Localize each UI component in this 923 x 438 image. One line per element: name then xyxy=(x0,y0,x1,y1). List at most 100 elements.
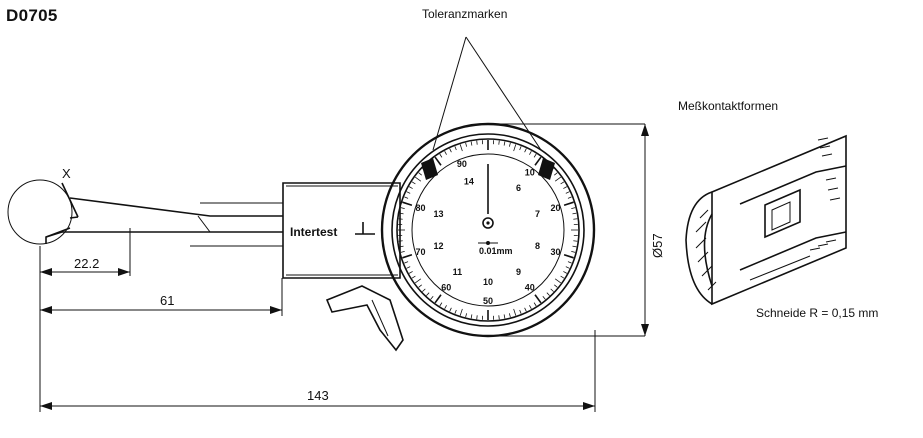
dial-tick xyxy=(465,313,468,318)
dial-outer-number: 10 xyxy=(525,168,535,178)
dial-tick xyxy=(533,302,537,307)
dial-outer-number: 30 xyxy=(551,247,561,257)
dial-tick xyxy=(459,308,463,316)
dial-tick xyxy=(408,271,413,274)
dimension-22-2-value: 22.2 xyxy=(74,256,99,271)
dial-tick xyxy=(546,164,550,168)
dial-ticks xyxy=(398,140,578,320)
dial-tick xyxy=(572,245,577,248)
dial-tick xyxy=(524,148,527,153)
dial-tick xyxy=(503,314,506,319)
dimension-22-2: 22.2 xyxy=(39,228,131,278)
lever xyxy=(325,285,404,352)
dial-tick xyxy=(454,146,457,151)
dial-tick xyxy=(459,144,463,152)
dial-tick xyxy=(476,140,478,145)
dial-tick xyxy=(454,309,457,314)
dial-resolution: 0.01mm xyxy=(479,246,513,256)
dial-tick xyxy=(542,160,546,164)
dial-tick xyxy=(476,315,478,320)
dial-tick xyxy=(529,305,532,310)
dial-tick xyxy=(430,160,434,164)
dial-tick xyxy=(563,253,574,259)
dial-tick xyxy=(546,292,550,296)
detail-circle-x: X xyxy=(7,166,73,245)
dial-tick xyxy=(560,181,565,185)
dial-tick xyxy=(449,148,452,153)
dial-tick xyxy=(422,168,426,172)
dial-inner-number: 6 xyxy=(516,183,521,193)
dial-tick xyxy=(524,307,527,312)
dial-tick xyxy=(554,176,562,182)
dial-tick xyxy=(563,186,568,189)
dial-tick xyxy=(519,309,522,314)
dial-tick xyxy=(498,315,500,320)
drawing-code: D0705 xyxy=(6,6,58,25)
dial-tick xyxy=(470,141,473,146)
diameter-dimension: Ø57 xyxy=(641,124,665,336)
dial-inner-number: 7 xyxy=(535,209,540,219)
dial-tick xyxy=(508,142,511,147)
dial-tick xyxy=(399,212,404,215)
dial-tick xyxy=(414,278,422,284)
dial-inner-number: 10 xyxy=(483,277,493,287)
diameter-value: Ø57 xyxy=(650,233,665,258)
cutting-edge-radius-label: Schneide R = 0,15 mm xyxy=(756,306,879,320)
dial-tick xyxy=(565,191,570,194)
dial-tick xyxy=(571,250,576,253)
dial-rings xyxy=(380,122,645,338)
dial-tick xyxy=(439,153,443,158)
dial-tick xyxy=(554,172,558,176)
dial-tick xyxy=(550,168,554,172)
dial-tick xyxy=(406,266,411,269)
tolerance-marks-label: Toleranzmarken xyxy=(422,7,508,21)
dial-tick xyxy=(565,266,570,269)
dial-outer-number: 70 xyxy=(415,247,425,257)
dial-tick xyxy=(408,186,413,189)
dial-tick xyxy=(418,284,422,288)
dial-tick xyxy=(519,146,522,151)
dial-outer-number: 60 xyxy=(441,282,451,292)
dimension-61-value: 61 xyxy=(160,293,174,308)
dial-tick xyxy=(402,253,413,259)
dial-tick xyxy=(508,313,511,318)
dial-tick xyxy=(402,201,413,207)
dial-tick xyxy=(571,207,576,210)
dial-tick xyxy=(404,261,409,264)
dial-outer-number: 50 xyxy=(483,296,493,306)
dial-tick xyxy=(573,240,578,242)
dial-tick xyxy=(513,308,517,316)
dimension-143: 143 xyxy=(39,318,596,412)
detail-x-label: X xyxy=(62,166,71,181)
dial-tick xyxy=(404,196,409,199)
dial-inner-number: 12 xyxy=(434,241,444,251)
dial-tick xyxy=(554,284,558,288)
dial-tick xyxy=(542,296,546,300)
gauge-body: Intertest xyxy=(282,182,401,279)
dial-inner-number: 9 xyxy=(516,267,521,277)
dial-tick xyxy=(563,201,574,207)
tolerance-leader-lines xyxy=(432,36,542,151)
measuring-arms xyxy=(45,182,283,247)
dial-tick xyxy=(563,271,568,274)
dial-inner-number: 13 xyxy=(434,209,444,219)
tolerance-markers xyxy=(421,158,555,180)
dial-tick xyxy=(426,292,430,296)
dial-tick xyxy=(400,250,405,253)
dial-outer-number: 90 xyxy=(457,159,467,169)
dial-tick xyxy=(560,275,565,279)
dial-outer-number: 40 xyxy=(525,282,535,292)
dial-tick xyxy=(414,176,422,182)
dial-pointer: 0.01mm xyxy=(478,164,513,256)
dial-tick xyxy=(534,294,542,304)
dial-tick xyxy=(422,288,426,292)
dial-tick xyxy=(503,141,506,146)
dial-tick xyxy=(449,307,452,312)
contact-forms-label: Meßkontaktformen xyxy=(678,99,779,113)
dial-tick xyxy=(572,212,577,215)
dial-tick xyxy=(513,144,517,152)
dial-tick xyxy=(529,150,532,155)
dial-inner-number: 8 xyxy=(535,241,540,251)
dial-tick xyxy=(434,294,442,304)
